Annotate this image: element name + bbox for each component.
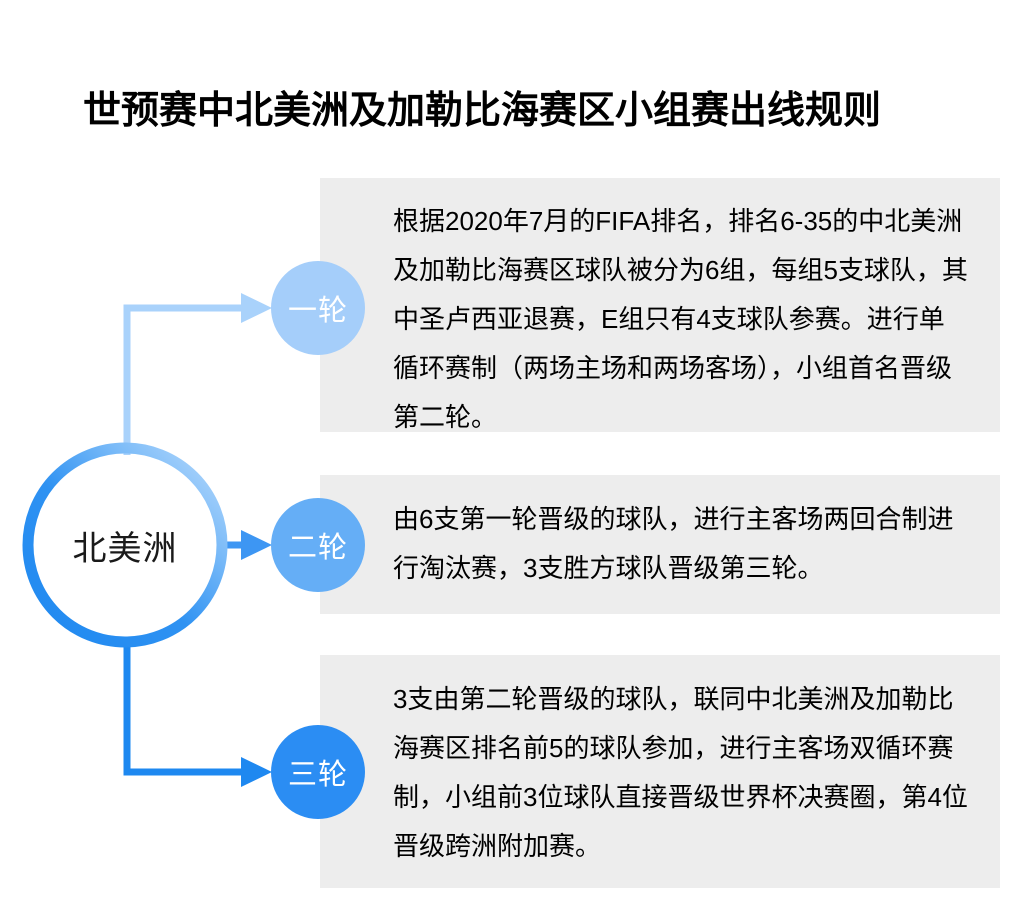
description-panel-round-2: 由6支第一轮晋级的球队，进行主客场两回合制进行淘汰赛，3支胜方球队晋级第三轮。 <box>320 475 1000 614</box>
connector-round-3 <box>123 637 272 787</box>
badge-round-1-label: 一轮 <box>287 295 348 327</box>
connector-round-1 <box>123 293 272 455</box>
description-panel-round-1: 根据2020年7月的FIFA排名，排名6-35的中北美洲及加勒比海赛区球队被分为… <box>320 178 1000 432</box>
description-panel-round-3: 3支由第二轮晋级的球队，联同中北美洲及加勒比海赛区排名前5的球队参加，进行主客场… <box>320 655 1000 888</box>
hub-ring-icon <box>22 442 228 648</box>
connector-round-2 <box>224 530 272 560</box>
hub-label: 北美洲 <box>72 529 178 568</box>
badge-round-2-label: 二轮 <box>287 532 348 564</box>
description-text-round-3: 3支由第二轮晋级的球队，联同中北美洲及加勒比海赛区排名前5的球队参加，进行主客场… <box>393 684 968 861</box>
description-text-round-1: 根据2020年7月的FIFA排名，排名6-35的中北美洲及加勒比海赛区球队被分为… <box>393 206 968 432</box>
badge-round-2[interactable]: 二轮 <box>271 498 365 592</box>
badge-round-3[interactable]: 三轮 <box>271 725 365 819</box>
page-title: 世预赛中北美洲及加勒比海赛区小组赛出线规则 <box>83 90 882 132</box>
description-text-round-2: 由6支第一轮晋级的球队，进行主客场两回合制进行淘汰赛，3支胜方球队晋级第三轮。 <box>393 504 954 583</box>
badge-round-3-label: 三轮 <box>287 759 348 791</box>
badge-round-1[interactable]: 一轮 <box>271 261 365 355</box>
hub-node[interactable]: 北美洲 <box>22 442 228 648</box>
